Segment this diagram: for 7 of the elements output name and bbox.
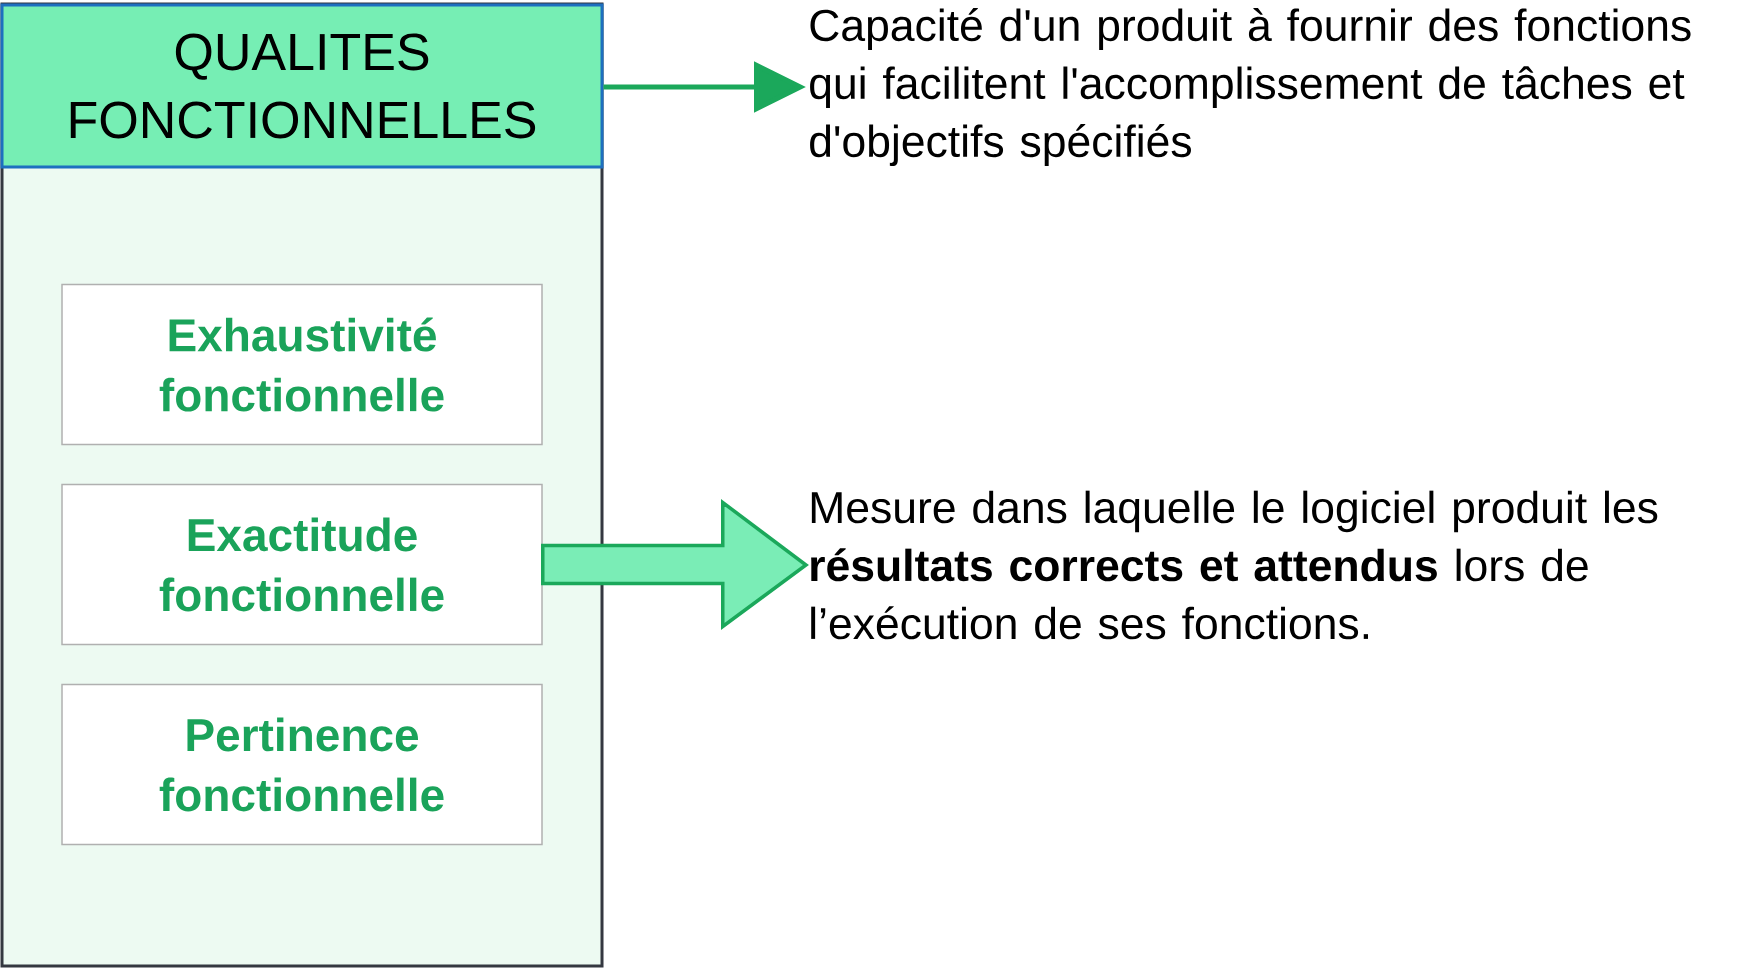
feature-box: Exactitude fonctionnelle [61, 483, 543, 646]
header-band: QUALITES FONCTIONNELLES [0, 3, 604, 169]
block-arrow [541, 499, 809, 630]
description-text: Mesure dans laquelle le logiciel produit les résultats corrects et attendus lors de l’exécution de ses fonctions. [811, 490, 1658, 640]
feature-box: Exhaustivité fonctionnelle [61, 283, 543, 446]
description-text: Capacité d'un produit à fournir des fonctions qui facilitent l'accomplissement de tâches et d'objectifs spécifiés [810, 8, 1691, 166]
feature-box: Pertinence fonctionnelle [61, 683, 543, 846]
